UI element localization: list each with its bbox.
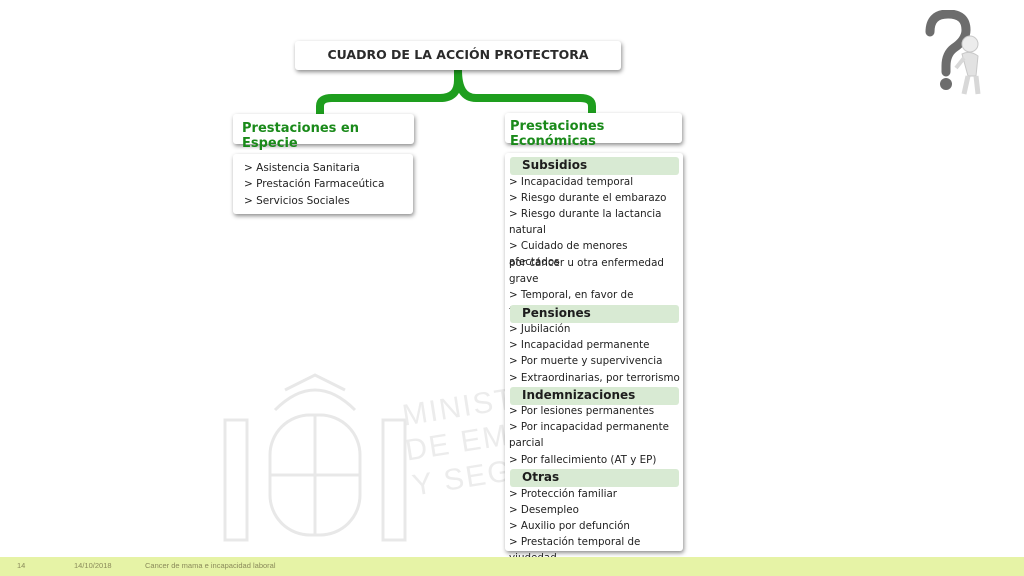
- list-item: natural: [509, 224, 546, 236]
- list-item: > Por incapacidad permanente: [509, 421, 669, 433]
- question-figure-icon: [925, 10, 981, 95]
- list-item: > Incapacidad permanente: [509, 339, 650, 351]
- list-item: > Auxilio por defunción: [509, 520, 630, 532]
- list-item: > Asistencia Sanitaria: [244, 162, 360, 174]
- list-item: > Desempleo: [509, 504, 579, 516]
- list-item: > Por lesiones permanentes: [509, 405, 655, 417]
- ministry-watermark: MINISTE DE EMP Y SEGU: [215, 370, 675, 560]
- especie-list: > Asistencia Sanitaria > Prestación Farm…: [233, 154, 413, 214]
- category-subsidios: Subsidios: [510, 157, 679, 175]
- list-item: grave: [509, 273, 539, 285]
- footer-bar: 14 14/10/2018 Cancer de mama e incapacid…: [0, 557, 1024, 576]
- especie-heading-box: Prestaciones en Especie: [233, 114, 414, 151]
- list-item: > Extraordinarias, por terrorismo: [509, 372, 680, 384]
- economicas-list: Subsidios > Incapacidad temporal > Riesg…: [505, 153, 683, 564]
- list-item: > Jubilación: [509, 323, 571, 335]
- list-item: > Cuidado de menores afectados: [509, 240, 628, 269]
- list-item: por cáncer u otra enfermedad: [509, 257, 664, 269]
- list-item: > Incapacidad temporal: [509, 176, 634, 188]
- list-item: > Protección familiar: [509, 488, 617, 500]
- list-item: > Por muerte y supervivencia: [509, 355, 663, 367]
- list-item: > Riesgo durante el embarazo: [509, 192, 667, 204]
- footer-date: 14/10/2018: [74, 561, 112, 570]
- coat-of-arms-watermark: [223, 373, 407, 542]
- category-pensiones: Pensiones: [510, 305, 679, 323]
- green-brace-connector: [316, 66, 596, 114]
- list-item: > Servicios Sociales: [244, 194, 350, 207]
- diagram-title: CUADRO DE LA ACCIÓN PROTECTORA: [327, 47, 589, 62]
- category-indemnizaciones: Indemnizaciones: [510, 387, 679, 405]
- economicas-heading-box: Prestaciones Económicas: [505, 113, 682, 149]
- category-otras: Otras: [510, 469, 679, 487]
- footer-page-number: 14: [17, 561, 26, 570]
- list-item: > Prestación Farmaceútica: [244, 178, 385, 191]
- especie-heading: Prestaciones en Especie: [242, 121, 359, 151]
- footer-title: Cancer de mama e incapacidad laboral: [145, 561, 276, 570]
- list-item: parcial: [509, 437, 544, 449]
- list-item: > Riesgo durante la lactancia: [509, 208, 662, 220]
- list-item: > Por fallecimiento (AT y EP): [509, 454, 657, 466]
- diagram-title-box: CUADRO DE LA ACCIÓN PROTECTORA: [295, 41, 621, 70]
- economicas-heading: Prestaciones Económicas: [510, 119, 605, 149]
